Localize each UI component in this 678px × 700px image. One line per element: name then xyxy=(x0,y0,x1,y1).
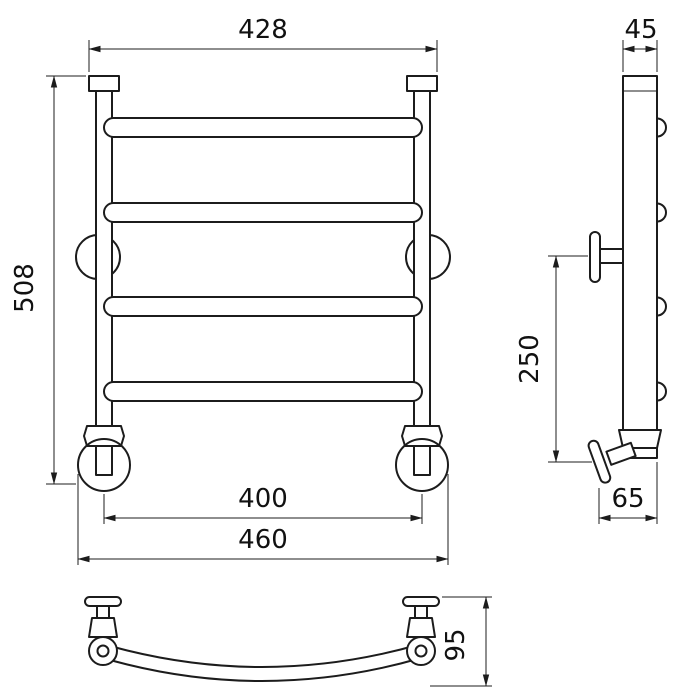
right-post xyxy=(413,89,431,476)
rung-4 xyxy=(103,381,423,402)
valve-flange-left xyxy=(77,438,131,492)
left-post xyxy=(95,89,113,476)
bottom-bracket-flange-left xyxy=(84,596,122,607)
rung-end-4 xyxy=(656,381,667,402)
dim-label-side-bottom-offset: 65 xyxy=(611,484,644,514)
curved-tube-top-edge xyxy=(102,643,422,668)
bottom-bracket-stem-left xyxy=(96,605,110,619)
dim-side-bracket-spacing: 250 xyxy=(515,255,592,463)
rung-end-3 xyxy=(656,296,667,317)
rung-end-2 xyxy=(656,202,667,223)
dim-label-bottom-profile-depth: 95 xyxy=(441,628,471,661)
bottom-bracket-stem-right xyxy=(414,605,428,619)
dim-front-inner-width: 400 xyxy=(103,484,423,524)
rung-2 xyxy=(103,202,423,223)
post-bore-left xyxy=(96,644,110,658)
rung-end-1 xyxy=(656,117,667,138)
rung-3 xyxy=(103,296,423,317)
dim-side-bottom-offset: 65 xyxy=(598,462,658,524)
dim-label-front-inner-width: 400 xyxy=(238,484,288,514)
wall-bracket-stem xyxy=(599,248,624,264)
top-bracket-left xyxy=(88,75,120,92)
post-bore-right xyxy=(414,644,428,658)
dim-front-top-width: 428 xyxy=(88,15,438,72)
dim-side-depth: 45 xyxy=(622,15,658,72)
bottom-bracket-flange-right xyxy=(402,596,440,607)
wall-bracket-flange xyxy=(589,231,601,283)
front-view xyxy=(75,75,451,492)
post-section-right xyxy=(406,636,436,666)
bottom-bracket-elbow-left xyxy=(88,617,118,638)
side-bottom-valve xyxy=(587,439,637,484)
side-view xyxy=(587,75,667,484)
top-bracket-right xyxy=(406,75,438,92)
valve-flange-right xyxy=(395,438,449,492)
dim-label-side-bracket-spacing: 250 xyxy=(515,334,545,384)
post-section-left xyxy=(88,636,118,666)
dim-bottom-profile-depth: 95 xyxy=(430,596,492,687)
dim-label-front-top-width: 428 xyxy=(238,15,288,45)
bottom-bracket-elbow-right xyxy=(406,617,436,638)
dim-label-front-height: 508 xyxy=(10,263,40,313)
curved-tube-bottom-edge xyxy=(102,657,422,682)
dim-front-outer-width: 460 xyxy=(77,474,449,565)
rung-1 xyxy=(103,117,423,138)
bottom-view xyxy=(84,596,440,682)
side-post xyxy=(622,75,658,459)
dim-label-side-depth: 45 xyxy=(624,15,657,45)
dim-label-front-outer-width: 460 xyxy=(238,525,288,555)
dim-front-height: 508 xyxy=(10,75,86,485)
